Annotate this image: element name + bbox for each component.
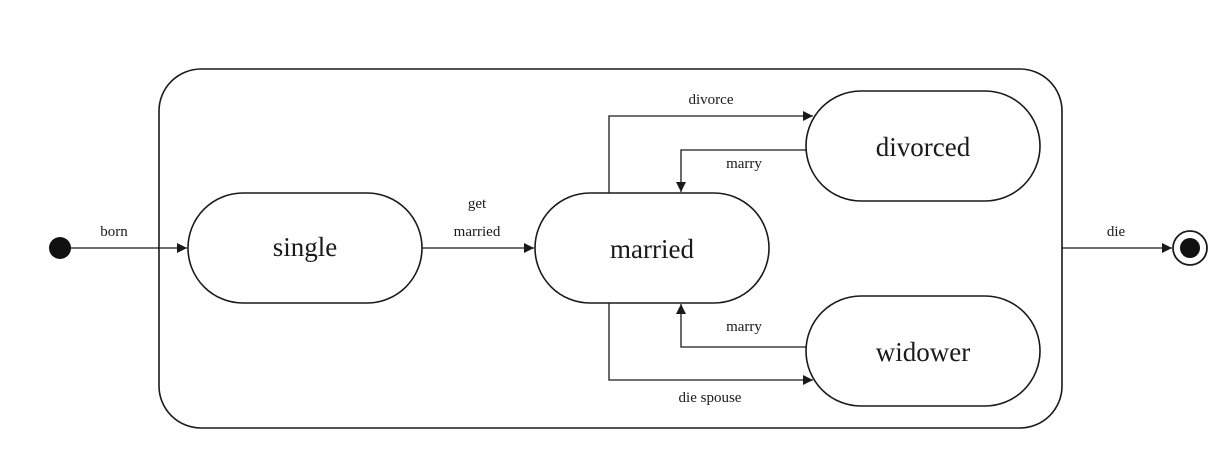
label-get: get: [468, 196, 487, 212]
label-die: die: [1107, 224, 1126, 240]
label-born: born: [100, 224, 128, 240]
state-single-label: single: [273, 232, 338, 262]
edge-marry-from-widower: [676, 304, 806, 348]
label-divorce: divorce: [689, 92, 734, 108]
label-die-spouse: die spouse: [679, 390, 742, 406]
state-divorced: [805, 90, 1041, 202]
edge-marry-from-divorced: [676, 149, 806, 192]
state-divorced-label: divorced: [876, 132, 971, 162]
edge-die-spouse: [608, 303, 813, 385]
state-married: [534, 192, 770, 304]
state-married-label: married: [610, 234, 694, 264]
state-widower: [805, 295, 1041, 407]
final-state-node: [1172, 230, 1208, 266]
label-marry-from-widower: marry: [726, 319, 762, 335]
label-married: married: [454, 224, 501, 240]
state-widower-label: widower: [876, 337, 970, 367]
initial-state-dot: [49, 237, 71, 259]
edge-divorce: [608, 111, 813, 193]
label-marry-from-divorced: marry: [726, 156, 762, 172]
